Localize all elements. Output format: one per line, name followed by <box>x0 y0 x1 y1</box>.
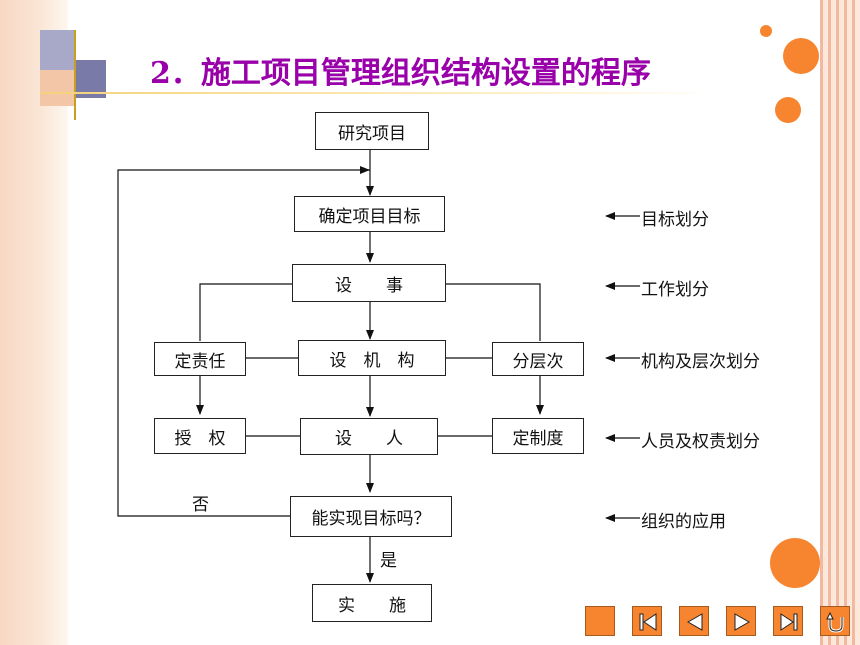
stage-label-1: 目标划分 <box>641 210 709 230</box>
title-underline <box>40 92 720 94</box>
node-mechanism: 设 机 构 <box>298 340 446 376</box>
edge-decision-no-loop <box>117 169 370 517</box>
node-goals: 确定项目目标 <box>294 196 445 232</box>
previous-slide-icon <box>686 613 703 631</box>
node-layers: 分层次 <box>492 342 584 376</box>
blank-button[interactable] <box>585 606 615 636</box>
first-slide-icon <box>639 613 657 631</box>
node-tasks: 设 事 <box>292 264 446 302</box>
edge-label-yes: 是 <box>380 551 397 571</box>
node-implement: 实 施 <box>312 584 432 622</box>
previous-slide-button[interactable] <box>679 606 709 636</box>
node-responsibility: 定责任 <box>154 342 246 376</box>
node-decision: 能实现目标吗？ <box>290 496 452 537</box>
slide-canvas <box>68 0 820 645</box>
last-slide-icon <box>780 613 798 631</box>
decor-circle-medium <box>775 97 801 123</box>
decor-circle-small <box>760 25 772 37</box>
right-decor-stripes <box>820 0 860 645</box>
edge-tasks-responsibility <box>199 283 292 341</box>
stage-label-2: 工作划分 <box>641 280 709 300</box>
decor-circle-large <box>783 38 819 74</box>
next-slide-icon <box>734 613 751 631</box>
node-authorize: 授 权 <box>154 418 246 454</box>
first-slide-button[interactable] <box>632 606 662 636</box>
next-slide-button[interactable] <box>726 606 756 636</box>
left-decor-strip <box>0 0 68 645</box>
return-button[interactable] <box>820 606 850 636</box>
node-research: 研究项目 <box>315 112 429 150</box>
page-title: 2．施工项目管理组织结构设置的程序 <box>150 56 651 91</box>
node-rules: 定制度 <box>492 418 584 454</box>
return-icon <box>826 611 844 633</box>
node-people: 设 人 <box>300 418 438 455</box>
stage-label-5: 组织的应用 <box>641 512 726 532</box>
corner-decor <box>40 30 110 120</box>
edge-label-no: 否 <box>192 495 209 515</box>
stage-label-4: 人员及权责划分 <box>641 432 760 452</box>
stage-label-3: 机构及层次划分 <box>641 352 760 372</box>
decor-circle-bottom <box>770 538 820 588</box>
last-slide-button[interactable] <box>773 606 803 636</box>
edge-tasks-layers <box>446 283 541 341</box>
